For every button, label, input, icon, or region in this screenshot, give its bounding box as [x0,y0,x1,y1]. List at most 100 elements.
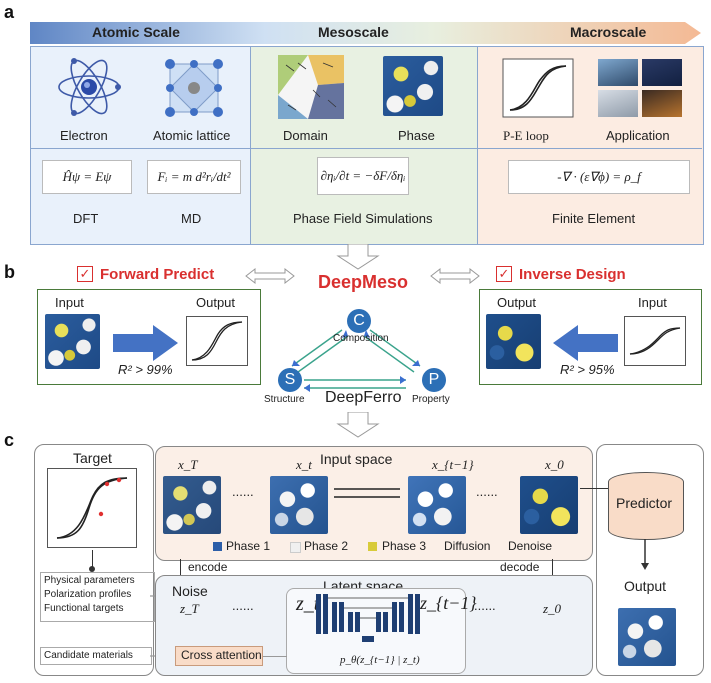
structure-label: Structure [264,394,305,405]
forward-input-label: Input [55,295,84,310]
forward-output-loop [186,316,248,366]
pe-loop-icon [502,58,574,118]
z-t-label: z_t [296,593,320,615]
scale-header-band [30,22,701,44]
fe-equation: -∇ · (ε∇ϕ) = ρ_f [508,160,690,194]
dots-2: ...... [476,484,498,499]
cross-to-unet-line [263,656,287,657]
x-0-label: x_0 [545,457,564,472]
application-photo-1 [598,59,638,86]
header-meso: Mesoscale [318,24,389,40]
legend-diffusion: Diffusion [444,539,491,553]
forward-checkbox-icon: ✓ [77,266,93,282]
output-cube [618,608,676,666]
x-t-label: x_t [296,457,312,472]
dots-1: ...... [232,484,254,499]
phase-field-label: Phase Field Simulations [293,211,433,226]
forward-input-cube [45,314,100,369]
forward-predict-title: Forward Predict [100,266,215,283]
legend-phase1-swatch [213,542,222,551]
forward-arrow [113,325,178,361]
inverse-design-title: Inverse Design [519,266,626,283]
predictor-cylinder [608,472,684,540]
atomic-lattice-label: Atomic lattice [153,128,231,143]
dots-4: ...... [474,598,496,613]
encode-label: encode [188,560,228,574]
cube-x-T [163,476,221,534]
legend-phase2: Phase 2 [304,539,349,553]
application-photo-2 [642,59,682,86]
application-photo-4 [642,90,682,117]
legend-phase2-swatch [290,542,301,553]
forward-r2: R² > 99% [118,362,173,377]
decode-label: decode [500,560,540,574]
x-t-1-label: x_{t−1} [432,457,474,472]
forward-box [37,289,261,385]
phase-cube-icon [383,56,443,116]
inverse-checkbox-icon: ✓ [496,266,512,282]
panel-b-letter: b [4,262,15,282]
atom-icon [58,58,121,116]
decode-line [552,559,553,575]
domain-icon [278,55,344,119]
header-macro: Macroscale [570,24,647,40]
deepferro-label: DeepFerro [325,389,402,406]
row-divider [30,148,702,149]
inverse-input-loop [624,316,686,366]
output-frame [596,444,704,676]
md-label: MD [181,211,202,226]
property-label: Property [412,394,450,405]
predictor-output-arrow [641,539,649,570]
inverse-arrow [553,325,618,361]
application-photo-3 [598,90,638,117]
z-t-1-label: z_{t−1} [420,593,477,613]
cube-x-t [270,476,328,534]
target-title: Target [73,450,112,466]
x-T-label: x_T [178,457,198,472]
predictor-label: Predictor [616,495,673,511]
encode-line [180,559,181,575]
cross-attention-label: Cross attention [181,648,262,662]
cross-attention-box [175,646,263,666]
dots-3: ...... [232,598,254,613]
double-arrow-right [430,268,480,284]
unet-diagram [316,594,420,642]
forward-output-label: Output [196,295,236,310]
z-T-label: z_T [180,601,199,616]
inverse-output-cube [486,314,541,369]
legend-denoise: Denoise [508,539,553,553]
cube-x-0 [520,476,578,534]
dft-label: DFT [73,211,99,226]
legend-phase3: Phase 3 [382,539,427,553]
input-space-title: Input space [320,451,393,467]
down-arrow-ab [336,244,380,270]
header-atomic: Atomic Scale [92,24,180,40]
target-connector-dot [89,566,95,572]
phase-label: Phase [398,128,435,143]
md-equation: Fᵢ = m d²rᵢ/dt² [147,160,241,194]
target-connector [92,550,93,568]
double-arrow-left [245,268,295,284]
legend-phase1: Phase 1 [226,539,271,553]
p-theta-label: p_θ(z_{t−1} | z_t) [340,654,420,666]
inverse-box [479,289,702,385]
target-item-2: Polarization profiles [44,589,132,600]
inverse-r2: R² > 95% [560,362,615,377]
composition-node: C [347,309,371,333]
inverse-output-label: Output [497,295,537,310]
property-node: P [422,368,446,392]
noise-label: Noise [172,583,208,599]
finite-element-label: Finite Element [552,211,636,226]
application-label: Application [606,128,670,143]
target-frame [34,444,154,676]
inverse-input-label: Input [638,295,667,310]
pf-equation: ∂ηᵢ/∂t = −δF/δηᵢ [317,157,409,195]
lattice-icon [165,59,223,117]
candidate-label: Candidate materials [44,650,133,661]
down-arrow-bc [336,412,380,438]
output-label: Output [624,578,667,594]
structure-node: S [278,368,302,392]
composition-label: Composition [333,333,389,344]
deepmeso-title: DeepMeso [318,272,409,292]
legend-phase3-swatch [368,542,377,551]
